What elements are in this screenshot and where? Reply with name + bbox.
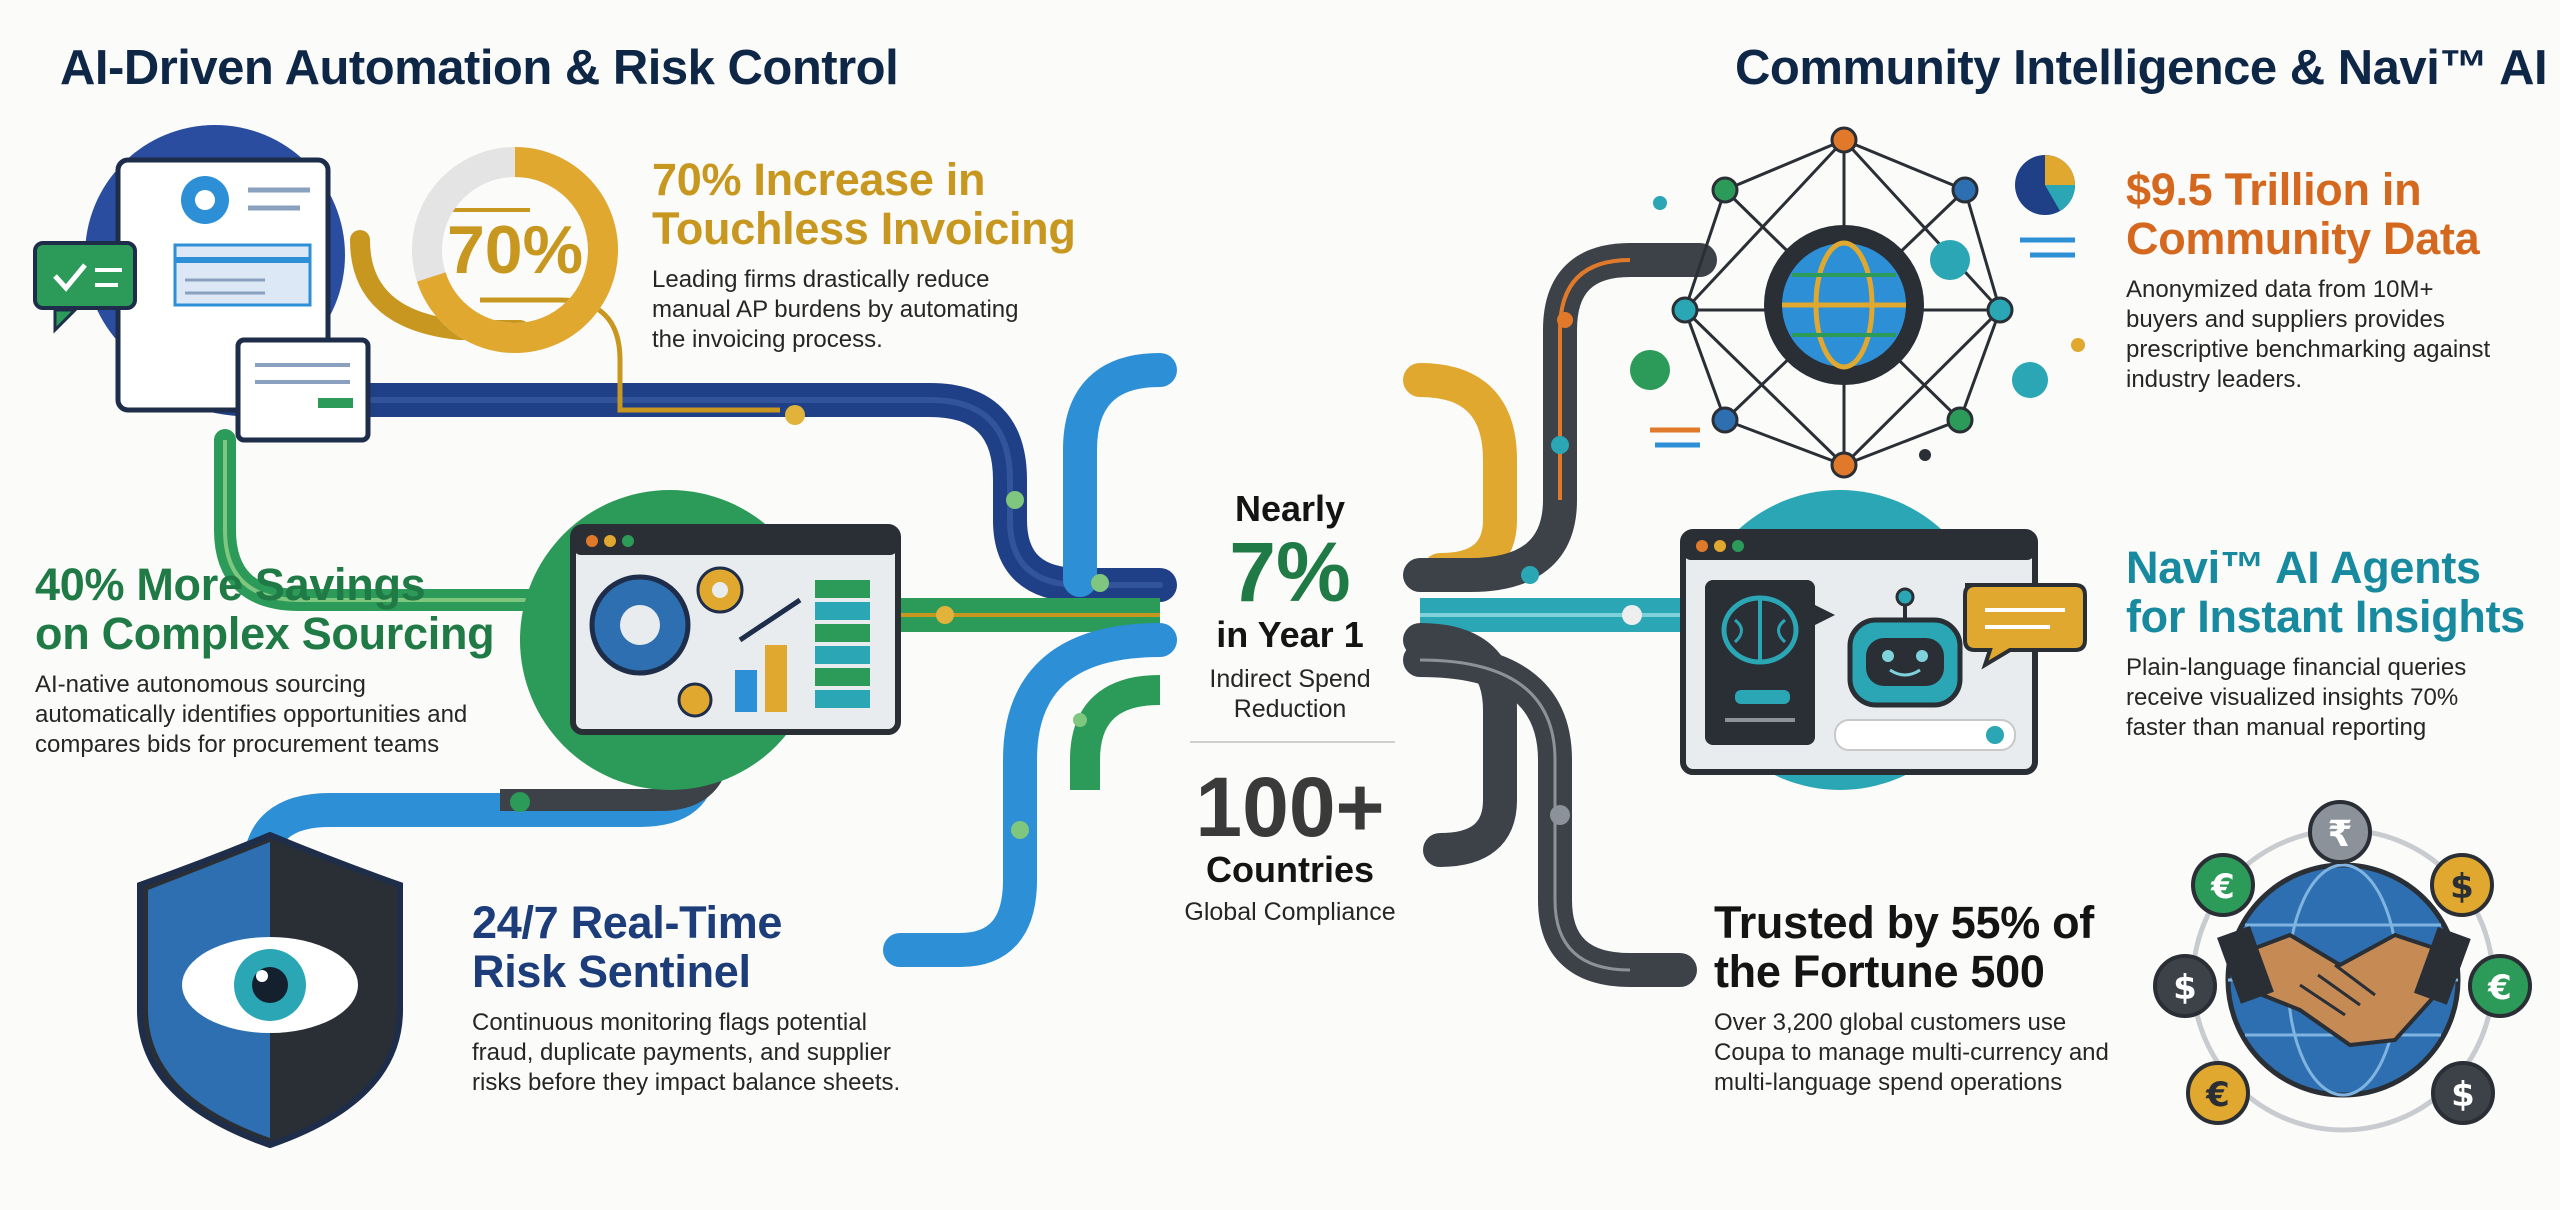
handshake-globe-icon	[2190, 827, 2496, 1133]
svg-text:$: $	[2450, 867, 2474, 907]
center-countries-value: 100+	[1195, 760, 1385, 854]
fortune-body: Over 3,200 global customers use Coupa to…	[1714, 1008, 2109, 1098]
invoicing-body-line: Leading firms drastically reduce	[652, 266, 990, 293]
svg-text:€: €	[2487, 968, 2512, 1008]
navi-body-line: receive visualized insights 70%	[2126, 684, 2459, 711]
community-body: Anonymized data from 10M+ buyers and sup…	[2126, 275, 2490, 395]
right-section-title: Community Intelligence & Navi™ AI	[1735, 41, 2548, 95]
invoicing-title-line: 70% Increase in	[652, 154, 986, 205]
navi-body-line: faster than manual reporting	[2126, 714, 2427, 741]
sourcing-body-line: automatically identifies opportunities a…	[35, 701, 468, 728]
invoicing-title-line: Touchless Invoicing	[652, 203, 1076, 254]
sourcing-body-line: compares bids for procurement teams	[35, 731, 440, 758]
navi-body: Plain-language financial queries receive…	[2126, 653, 2525, 743]
navi-block: Navi™ AI Agents for Instant Insights Pla…	[2126, 543, 2525, 743]
navi-title: Navi™ AI Agents for Instant Insights	[2126, 543, 2525, 641]
community-title-line: Community Data	[2126, 213, 2480, 264]
invoicing-body-line: manual AP burdens by automating	[652, 296, 1019, 323]
navi-title-line: Navi™ AI Agents	[2126, 542, 2481, 593]
center-stat-top: Nearly 7% in Year 1 Indirect Spend Reduc…	[1160, 488, 1420, 724]
fortune-title: Trusted by 55% of the Fortune 500	[1714, 898, 2109, 996]
sourcing-block: 40% More Savings on Complex Sourcing AI-…	[35, 559, 495, 760]
svg-text:€: €	[2205, 1075, 2230, 1115]
navi-body-line: Plain-language financial queries	[2126, 654, 2467, 681]
risk-title-line: 24/7 Real-Time	[472, 897, 783, 948]
svg-text:$: $	[2451, 1075, 2475, 1115]
community-body-line: Anonymized data from 10M+	[2126, 276, 2434, 303]
euro-icon: €	[2468, 954, 2532, 1018]
community-title-line: $9.5 Trillion in	[2126, 164, 2422, 215]
center-sub-line: Indirect Spend	[1209, 665, 1371, 693]
center-year-label: in Year 1	[1216, 614, 1364, 655]
fortune-body-line: Over 3,200 global customers use	[1714, 1009, 2067, 1036]
risk-block: 24/7 Real-Time Risk Sentinel Continuous …	[472, 898, 900, 1098]
community-body-line: buyers and suppliers provides	[2126, 306, 2445, 333]
euro-icon: €	[2186, 1061, 2250, 1125]
community-body-line: industry leaders.	[2126, 366, 2303, 393]
invoicing-title: 70% Increase in Touchless Invoicing	[652, 155, 1076, 253]
fortune-title-line: the Fortune 500	[1714, 946, 2045, 997]
sourcing-body-line: AI-native autonomous sourcing	[35, 671, 366, 698]
sourcing-title-line: 40% More Savings	[35, 559, 426, 610]
risk-body-line: risks before they impact balance sheets.	[472, 1069, 901, 1096]
community-title: $9.5 Trillion in Community Data	[2126, 165, 2490, 263]
fortune-body-line: multi-language spend operations	[1714, 1069, 2063, 1096]
navi-title-line: for Instant Insights	[2126, 591, 2526, 642]
community-block: $9.5 Trillion in Community Data Anonymiz…	[2126, 165, 2490, 395]
risk-body: Continuous monitoring flags potential fr…	[472, 1008, 900, 1098]
center-sub-line: Reduction	[1233, 695, 1347, 723]
center-stat-bottom: 100+ Countries Global Compliance	[1160, 765, 1420, 927]
svg-text:₹: ₹	[2327, 814, 2352, 855]
svg-text:€: €	[2210, 867, 2235, 907]
shield-eye-icon	[137, 831, 403, 1149]
dollar-icon: $	[2431, 1061, 2495, 1125]
center-nearly-label: Nearly	[1234, 488, 1346, 529]
globe-network-icon	[1630, 126, 2085, 479]
sourcing-body: AI-native autonomous sourcing automatica…	[35, 670, 494, 760]
rupee-icon: ₹	[2308, 800, 2372, 864]
center-countries-label: Countries	[1205, 849, 1374, 890]
dollar-icon: $	[2430, 853, 2494, 917]
chat-check-icon	[33, 241, 137, 334]
blue-flow-line	[1063, 353, 1177, 597]
svg-text:$: $	[2173, 968, 2197, 1008]
invoicing-block: 70% Increase in Touchless Invoicing Lead…	[652, 155, 1076, 355]
brain-icon	[1721, 595, 1799, 665]
pie-chart-icon	[2015, 155, 2076, 215]
dollar-icon: $	[2153, 954, 2217, 1018]
ring-value-label: 70%	[446, 212, 584, 288]
euro-icon: €	[2191, 853, 2255, 917]
gears-dashboard-icon	[520, 490, 901, 790]
fortune-body-line: Coupa to manage multi-currency and	[1714, 1039, 2109, 1066]
invoicing-body: Leading firms drastically reduce manual …	[652, 265, 1076, 355]
sourcing-title: 40% More Savings on Complex Sourcing	[35, 559, 495, 659]
robot-icon	[1847, 587, 1963, 708]
fortune-block: Trusted by 55% of the Fortune 500 Over 3…	[1714, 898, 2109, 1098]
risk-title-line: Risk Sentinel	[472, 946, 751, 997]
risk-body-line: fraud, duplicate payments, and supplier	[472, 1039, 891, 1066]
center-big-value: 7%	[1229, 525, 1351, 619]
center-countries-sub: Global Compliance	[1184, 898, 1396, 926]
community-body-line: prescriptive benchmarking against	[2126, 336, 2491, 363]
fortune-title-line: Trusted by 55% of	[1714, 897, 2094, 948]
risk-title: 24/7 Real-Time Risk Sentinel	[472, 898, 900, 996]
risk-body-line: Continuous monitoring flags potential	[472, 1009, 867, 1036]
gold-right-flow	[1403, 363, 1517, 587]
invoice-document-icon	[85, 125, 371, 443]
progress-ring	[412, 147, 618, 353]
sourcing-title-line: on Complex Sourcing	[35, 608, 495, 659]
invoicing-body-line: the invoicing process.	[652, 326, 883, 353]
left-section-title: AI-Driven Automation & Risk Control	[60, 41, 899, 95]
